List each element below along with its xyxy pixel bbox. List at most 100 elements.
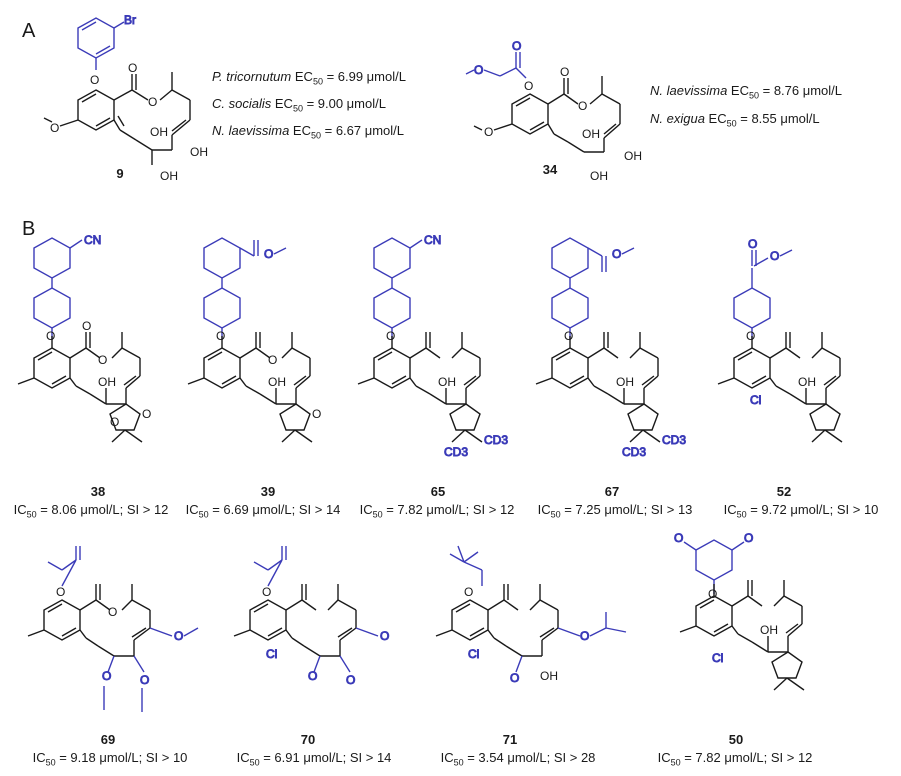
structure-compound-38: CN O O O OH O O — [17, 233, 151, 443]
atom-o: O — [50, 121, 59, 135]
structure-compound-9: Br O O O O OH OH OH — [43, 13, 208, 183]
caption-38: IC50 = 8.06 μmol/L; SI > 12 — [13, 502, 169, 520]
structure-compound-34: O O O O O O OH OH OH — [465, 39, 642, 183]
structure-compound-65: CN O OH CD3 CD3 — [357, 233, 509, 460]
atom-oh: OH — [616, 375, 634, 389]
structure-compound-39: O O O OH O — [187, 237, 321, 443]
atom-oh: OH — [624, 149, 642, 163]
atom-o: O — [346, 673, 355, 687]
compound-id-50: 50 — [728, 732, 744, 747]
atom-o: O — [380, 629, 389, 643]
compound-id-38: 38 — [90, 484, 106, 499]
compound-id-69: 69 — [100, 732, 116, 747]
atom-o: O — [464, 585, 473, 599]
atom-o: O — [110, 415, 119, 429]
atom-o: O — [770, 249, 779, 263]
caption-67: IC50 = 7.25 μmol/L; SI > 13 — [537, 502, 693, 520]
atom-o: O — [578, 99, 587, 113]
atom-br: Br — [124, 13, 136, 27]
atom-o: O — [142, 407, 151, 421]
activity-34-line-2: N. exigua EC50 = 8.55 μmol/L — [650, 111, 820, 129]
panel-label-b: B — [22, 218, 36, 240]
atom-oh: OH — [268, 375, 286, 389]
atom-o: O — [174, 629, 183, 643]
panel-label-a: A — [22, 20, 36, 42]
atom-o: O — [560, 65, 569, 79]
atom-o: O — [46, 329, 55, 343]
atom-o: O — [128, 61, 137, 75]
compound-id-52: 52 — [776, 484, 792, 499]
atom-oh: OH — [582, 127, 600, 141]
atom-o: O — [90, 73, 99, 87]
atom-o: O — [148, 95, 157, 109]
atom-o: O — [264, 247, 273, 261]
caption-65: IC50 = 7.82 μmol/L; SI > 12 — [359, 502, 515, 520]
atom-cn: CN — [84, 233, 101, 247]
atom-o: O — [612, 247, 621, 261]
atom-o: O — [746, 329, 755, 343]
caption-50: IC50 = 7.82 μmol/L; SI > 12 — [657, 750, 813, 768]
atom-o: O — [216, 329, 225, 343]
atom-cd3: CD3 — [622, 445, 646, 459]
atom-o: O — [56, 585, 65, 599]
activity-9-line-3: N. laevissima EC50 = 6.67 μmol/L — [212, 123, 405, 141]
compound-id-39: 39 — [260, 484, 276, 499]
atom-o: O — [474, 63, 483, 77]
activity-9-line-1: P. tricornutum EC50 = 6.99 μmol/L — [212, 69, 406, 87]
compound-id-34: 34 — [542, 162, 558, 177]
caption-71: IC50 = 3.54 μmol/L; SI > 28 — [440, 750, 596, 768]
atom-o: O — [510, 671, 519, 685]
activity-9-line-2: C. socialis EC50 = 9.00 μmol/L — [212, 96, 386, 114]
atom-oh: OH — [540, 669, 558, 683]
compound-id-71: 71 — [502, 732, 518, 747]
atom-o: O — [268, 353, 277, 367]
atom-o: O — [512, 39, 521, 53]
atom-oh: OH — [190, 145, 208, 159]
atom-o: O — [744, 531, 753, 545]
structure-compound-52: O O O Cl OH — [717, 237, 843, 443]
structure-compound-50: O O O Cl OH — [674, 531, 805, 691]
atom-oh: OH — [160, 169, 178, 183]
atom-cd3: CD3 — [662, 433, 686, 447]
caption-39: IC50 = 6.69 μmol/L; SI > 14 — [185, 502, 341, 520]
atom-o: O — [580, 629, 589, 643]
atom-o: O — [674, 531, 683, 545]
atom-cl: Cl — [468, 647, 479, 661]
atom-oh: OH — [98, 375, 116, 389]
atom-cl: Cl — [750, 393, 761, 407]
atom-o: O — [312, 407, 321, 421]
atom-cn: CN — [424, 233, 441, 247]
activity-34-line-1: N. laevissima EC50 = 8.76 μmol/L — [650, 83, 843, 101]
atom-o: O — [708, 587, 717, 601]
atom-o: O — [748, 237, 757, 251]
structure-compound-71: O Cl OH O O — [435, 545, 627, 686]
atom-o: O — [108, 605, 117, 619]
compound-id-65: 65 — [430, 484, 446, 499]
atom-o: O — [262, 585, 271, 599]
compound-id-70: 70 — [300, 732, 316, 747]
atom-cd3: CD3 — [484, 433, 508, 447]
caption-70: IC50 = 6.91 μmol/L; SI > 14 — [236, 750, 392, 768]
atom-o: O — [484, 125, 493, 139]
atom-o: O — [524, 79, 533, 93]
atom-oh: OH — [798, 375, 816, 389]
atom-o: O — [98, 353, 107, 367]
atom-o: O — [102, 669, 111, 683]
atom-cl: Cl — [712, 651, 723, 665]
structure-compound-69: O O O O O — [27, 546, 199, 712]
atom-cd3: CD3 — [444, 445, 468, 459]
caption-52: IC50 = 9.72 μmol/L; SI > 10 — [723, 502, 879, 520]
atom-oh: OH — [590, 169, 608, 183]
atom-o: O — [564, 329, 573, 343]
atom-oh: OH — [760, 623, 778, 637]
atom-o: O — [140, 673, 149, 687]
atom-o: O — [386, 329, 395, 343]
atom-cl: Cl — [266, 647, 277, 661]
atom-o: O — [308, 669, 317, 683]
structure-compound-70: O Cl O O O — [233, 546, 390, 688]
compound-id-67: 67 — [604, 484, 620, 499]
atom-oh: OH — [438, 375, 456, 389]
structure-compound-67: O O OH CD3 CD3 — [535, 237, 687, 460]
compound-id-9: 9 — [116, 166, 124, 181]
atom-o: O — [82, 319, 91, 333]
